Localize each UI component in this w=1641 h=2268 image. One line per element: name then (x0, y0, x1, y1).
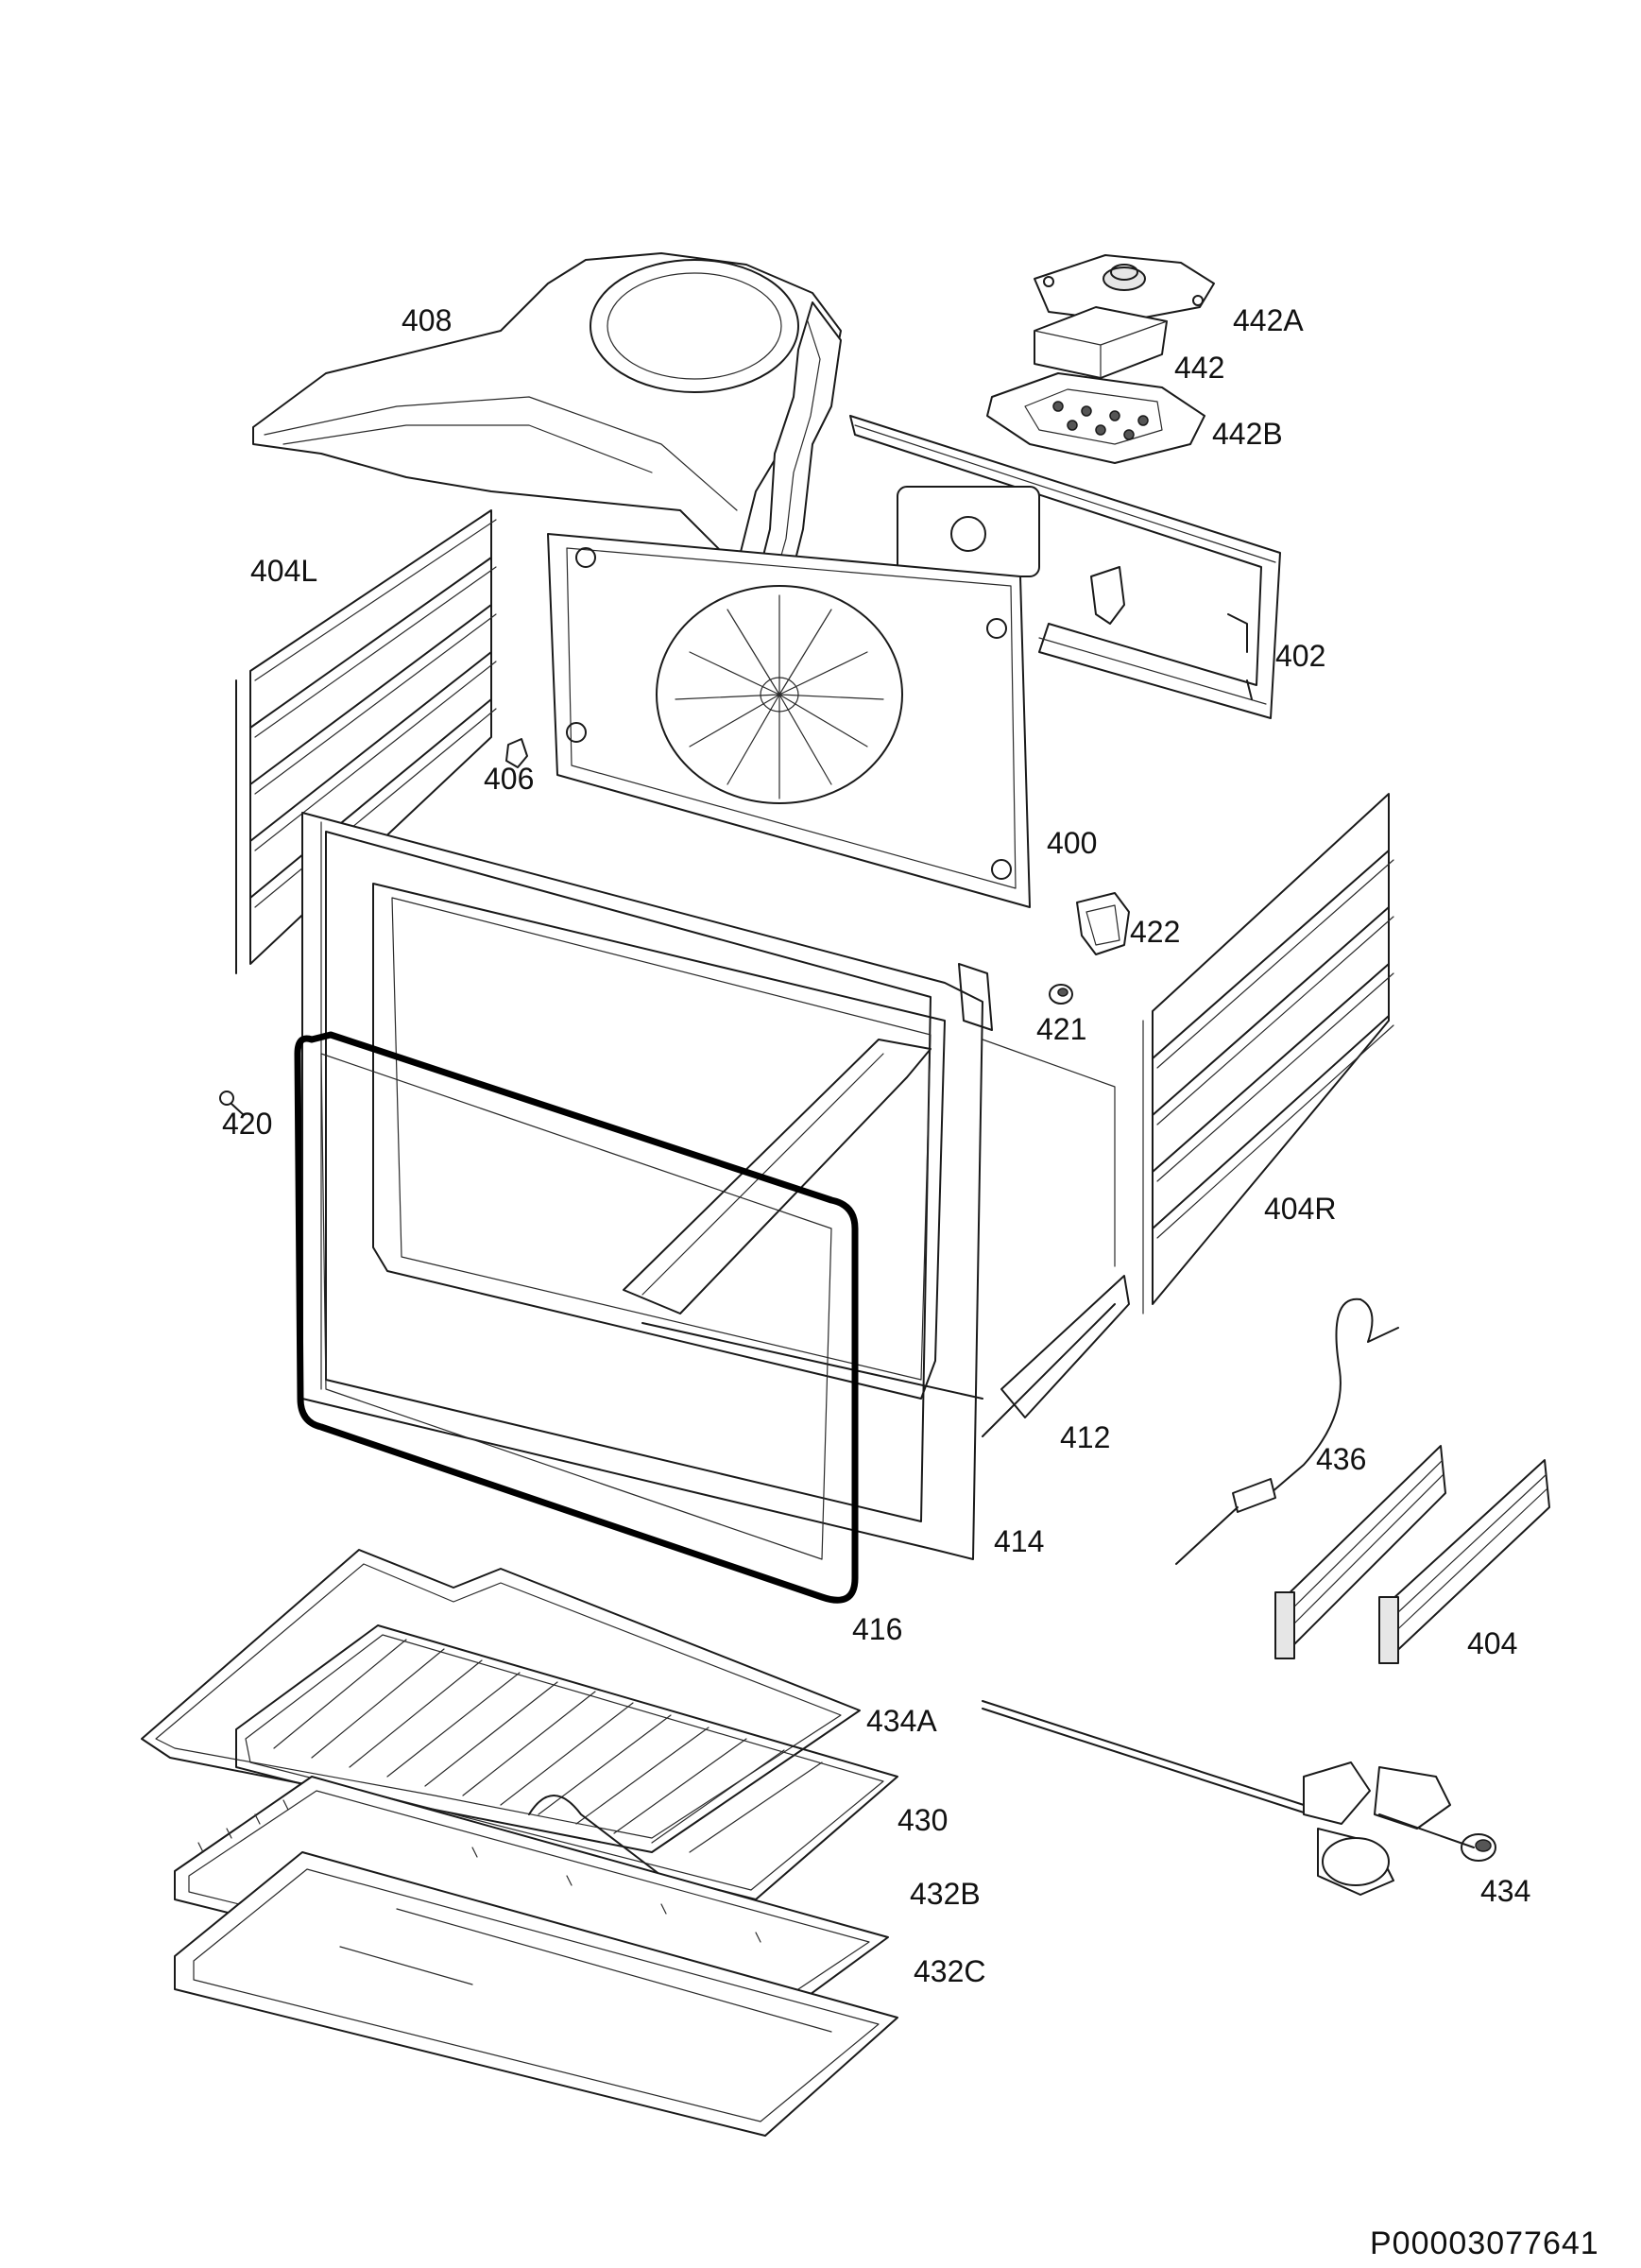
part-404-telescopic-runners (1274, 1445, 1550, 1664)
label-434A: 434A (866, 1704, 937, 1738)
label-442B: 442B (1212, 417, 1283, 451)
part-434A-grill-frame (141, 1549, 861, 1853)
label-420: 420 (222, 1107, 272, 1141)
label-434: 434 (1480, 1874, 1530, 1908)
part-400-rear-panel (547, 533, 1031, 908)
label-436: 436 (1316, 1442, 1366, 1476)
label-404L: 404L (250, 554, 317, 588)
part-labels: 408 442A 442 442B 404L 402 406 400 422 4… (222, 303, 1530, 1988)
part-404L-left-rack (235, 509, 497, 974)
label-408: 408 (402, 303, 452, 337)
part-442A-bracket (1034, 254, 1215, 322)
part-420-screw (219, 1091, 245, 1116)
part-436-meat-probe (1175, 1297, 1399, 1565)
label-414: 414 (994, 1524, 1044, 1558)
part-402-rear-rail (849, 415, 1281, 719)
part-432C-deep-tray (174, 1851, 898, 2137)
label-430: 430 (897, 1803, 948, 1837)
label-432B: 432B (910, 1877, 981, 1911)
label-442: 442 (1174, 351, 1224, 385)
part-406-clip (505, 738, 528, 768)
label-442A: 442A (1233, 303, 1304, 337)
part-412-floor-rail (623, 1039, 1130, 1437)
part-442B-base-tray (986, 372, 1205, 464)
part-421-knob (1049, 984, 1073, 1005)
part-414-oven-frame (301, 812, 993, 1560)
part-434-rotisserie (982, 1700, 1496, 1896)
part-442-insulation-block (1034, 306, 1168, 379)
label-412: 412 (1060, 1420, 1110, 1454)
label-402: 402 (1275, 639, 1325, 673)
label-432C: 432C (914, 1954, 986, 1988)
label-421: 421 (1036, 1012, 1086, 1046)
part-422-lamp-holder (1076, 892, 1130, 955)
label-406: 406 (484, 762, 534, 796)
label-404R: 404R (1264, 1192, 1337, 1226)
drawing-code: P00003077641 (1370, 2225, 1599, 2261)
label-400: 400 (1047, 826, 1097, 860)
part-404R-right-rack (1142, 793, 1394, 1314)
part-408-fan-cover (252, 252, 842, 615)
part-430-wire-grid (235, 1624, 898, 1900)
label-422: 422 (1130, 915, 1180, 949)
label-404: 404 (1467, 1626, 1517, 1660)
label-416: 416 (852, 1612, 902, 1646)
part-416-door-gasket (294, 1031, 859, 1604)
